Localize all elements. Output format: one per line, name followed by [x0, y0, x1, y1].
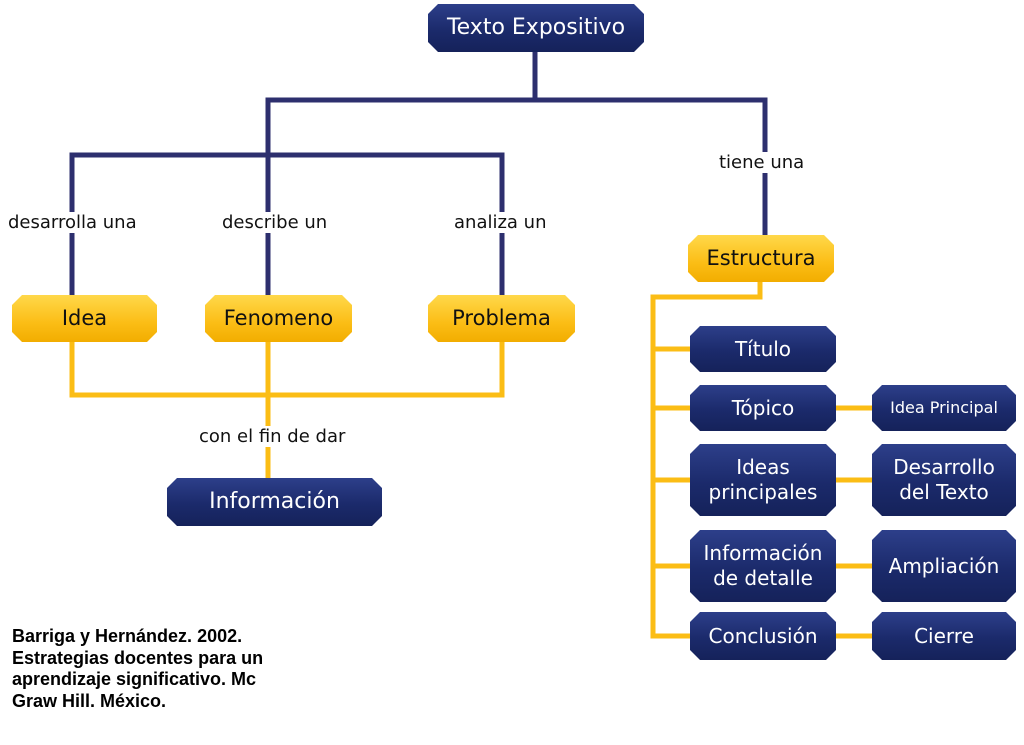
node-cierre: Cierre [872, 612, 1016, 660]
desarrollo-line-2: del Texto [899, 480, 989, 504]
node-ideas-principales: Ideas principales [690, 444, 836, 516]
citation: Barriga y Hernández. 2002. Estrategias d… [12, 626, 372, 712]
label-desarrolla: desarrolla una [6, 212, 139, 233]
node-informacion-detalle: Información de detalle [690, 530, 836, 602]
ideas-line-1: Ideas [736, 455, 790, 479]
node-desarrollo-texto: Desarrollo del Texto [872, 444, 1016, 516]
citation-line-2: Estrategias docentes para un [12, 647, 264, 668]
node-estructura: Estructura [688, 235, 834, 282]
detalle-line-2: de detalle [713, 566, 813, 590]
desarrollo-line-1: Desarrollo [893, 455, 995, 479]
label-tiene: tiene una [717, 152, 807, 173]
node-fenomeno: Fenomeno [205, 295, 352, 342]
node-ampliacion: Ampliación [872, 530, 1016, 602]
node-informacion: Información [167, 478, 382, 526]
citation-line-1: Barriga y Hernández. 2002. [12, 626, 243, 646]
ideas-line-2: principales [708, 480, 818, 504]
node-problema: Problema [428, 295, 575, 342]
node-topico: Tópico [690, 385, 836, 431]
node-idea-principal: Idea Principal [872, 385, 1016, 431]
node-titulo: Título [690, 326, 836, 372]
label-analiza: analiza un [452, 212, 549, 233]
label-describe: describe un [220, 212, 330, 233]
citation-line-4: Graw Hill. México. [12, 690, 167, 711]
label-con-fin: con el fin de dar [197, 426, 348, 447]
citation-line-3: aprendizaje significativo. Mc [12, 669, 257, 690]
node-idea: Idea [12, 295, 157, 342]
detalle-line-1: Información [703, 541, 823, 565]
node-texto-expositivo: Texto Expositivo [428, 4, 644, 52]
node-conclusion: Conclusión [690, 612, 836, 660]
